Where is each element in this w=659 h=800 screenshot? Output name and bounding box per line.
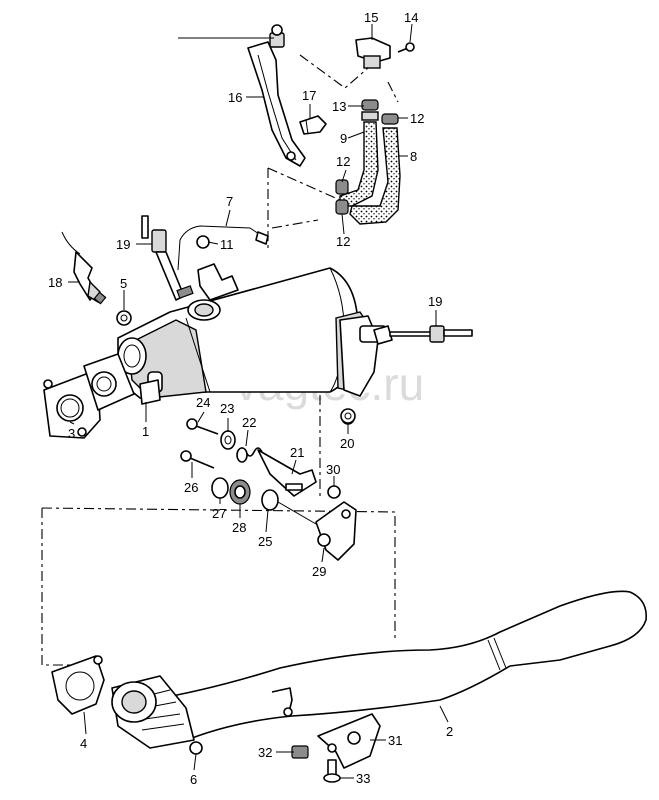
- label-13: 13: [332, 99, 346, 114]
- label-16: 16: [228, 90, 242, 105]
- bolt-33: [323, 759, 341, 783]
- clip-17: [299, 115, 327, 135]
- bracket-16: [247, 24, 306, 167]
- spring-22: [236, 447, 263, 463]
- hose-8: [349, 127, 401, 225]
- bracket-29: [315, 501, 357, 561]
- label-6: 6: [190, 772, 197, 787]
- label-32: 32: [258, 745, 272, 760]
- label-14: 14: [404, 10, 418, 25]
- temperature-sensor-19-right: [373, 325, 473, 345]
- temperature-sensor-19-upper: [141, 215, 194, 301]
- label-21: 21: [290, 445, 304, 460]
- bolt-24: [186, 418, 219, 435]
- label-25: 25: [258, 534, 272, 549]
- gasket-flange: [83, 353, 135, 411]
- mounting-31: [317, 713, 381, 769]
- label-11: 11: [220, 237, 234, 252]
- label-17: 17: [302, 88, 316, 103]
- flexible-pipe-section: [111, 675, 195, 749]
- label-18: 18: [48, 275, 62, 290]
- label-12b: 12: [336, 154, 350, 169]
- label-9: 9: [340, 131, 347, 146]
- label-22: 22: [242, 415, 256, 430]
- label-2: 2: [446, 724, 453, 739]
- nut-6: [189, 741, 203, 755]
- label-33: 33: [356, 771, 370, 786]
- pipe-hanger-rod: [271, 687, 293, 717]
- label-1: 1: [142, 424, 149, 439]
- bracket-21: [257, 449, 317, 497]
- bolt-26: [180, 450, 215, 469]
- gasket-3: [43, 373, 101, 439]
- bushing-27: [211, 477, 229, 499]
- label-12c: 12: [336, 234, 350, 249]
- nut-30: [327, 485, 341, 499]
- hose-clips-12-13: [335, 99, 399, 215]
- part-labels: 1 2 3 4 5 6 7 8 9 11 12 12 12 13 14 15 1…: [48, 10, 453, 787]
- filter-outlet: [335, 311, 387, 425]
- bolt-14: [397, 42, 415, 53]
- label-31: 31: [388, 733, 402, 748]
- clip-32: [291, 745, 309, 759]
- holder-15: [355, 37, 391, 69]
- nut-20: [340, 408, 356, 424]
- label-15: 15: [364, 10, 378, 25]
- label-12a: 12: [410, 111, 424, 126]
- sleeve-25: [261, 489, 317, 525]
- label-20: 20: [340, 436, 354, 451]
- label-23: 23: [220, 401, 234, 416]
- gasket-4: [51, 655, 105, 715]
- label-4: 4: [80, 736, 87, 751]
- label-5: 5: [120, 276, 127, 291]
- leader-lines: [68, 23, 449, 779]
- label-28: 28: [232, 520, 246, 535]
- label-3: 3: [68, 426, 75, 441]
- label-19-right: 19: [428, 294, 442, 309]
- nut-5: [116, 310, 132, 326]
- label-7: 7: [226, 194, 233, 209]
- particulate-filter-1: [117, 263, 359, 405]
- front-pipe-2: [149, 590, 647, 743]
- oxygen-sensor-18: [61, 231, 107, 305]
- label-19-upper: 19: [116, 237, 130, 252]
- pressure-tube-7: [177, 225, 269, 271]
- damper-28: [229, 479, 251, 505]
- label-27: 27: [212, 506, 226, 521]
- label-30: 30: [326, 462, 340, 477]
- label-24: 24: [196, 395, 210, 410]
- label-8: 8: [410, 149, 417, 164]
- washer-23: [220, 430, 236, 450]
- label-26: 26: [184, 480, 198, 495]
- label-29: 29: [312, 564, 326, 579]
